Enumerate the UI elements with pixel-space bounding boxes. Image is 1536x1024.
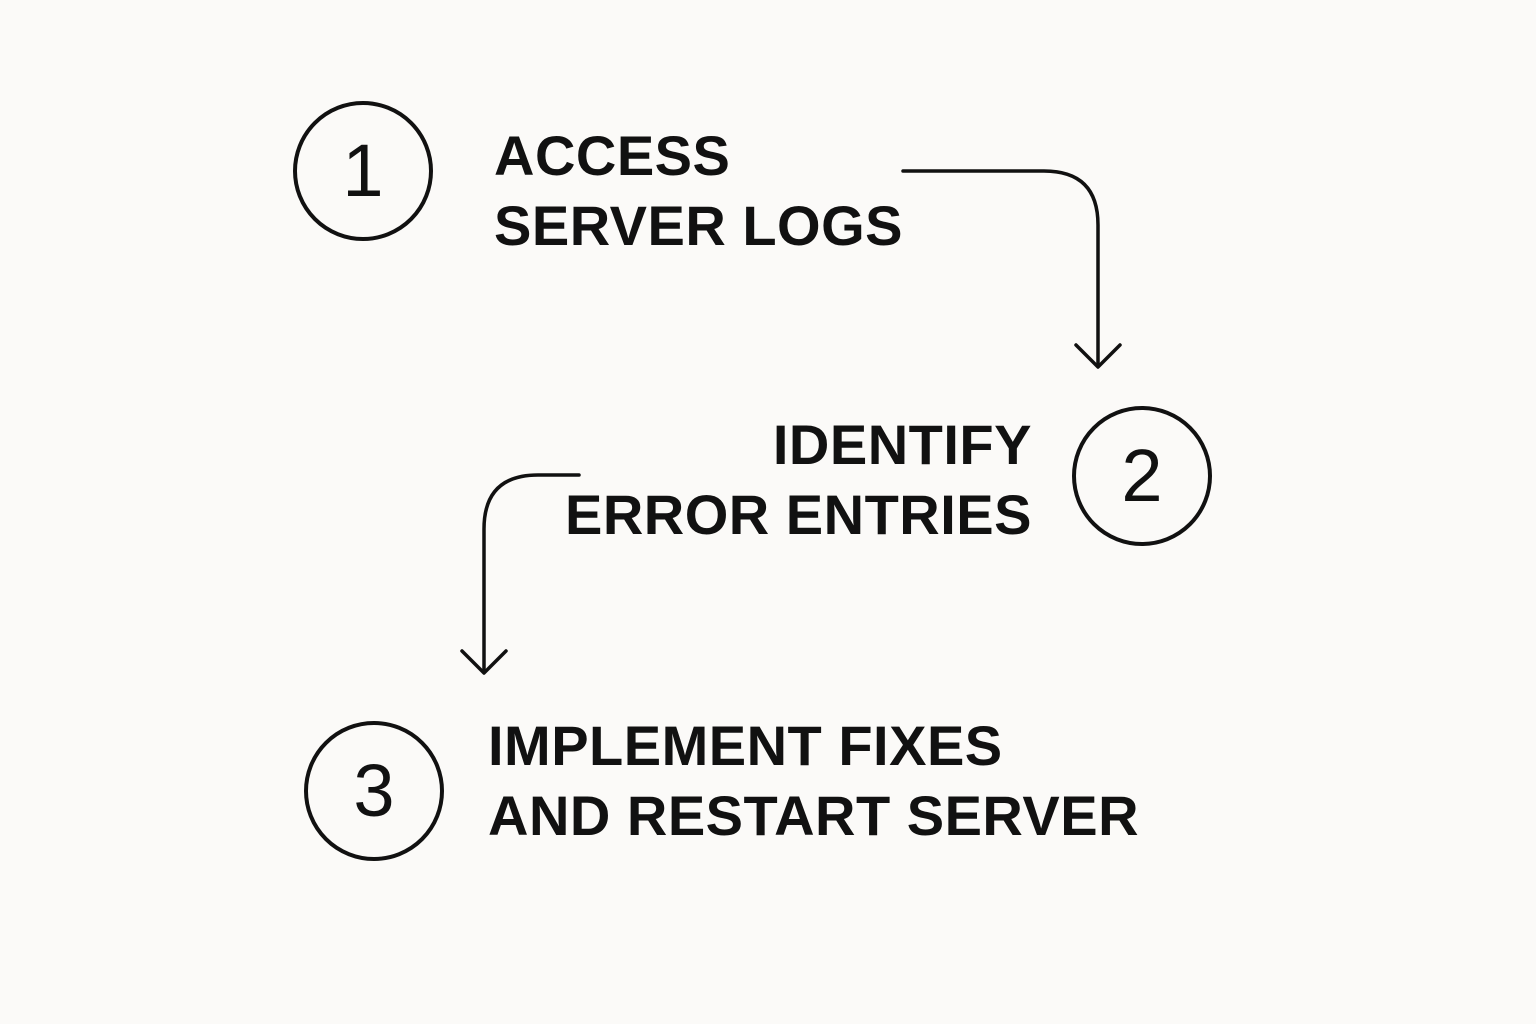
step-3-label-line-1: IMPLEMENT FIXES <box>488 714 1003 777</box>
step-2-label-line-2: ERROR ENTRIES <box>565 483 1032 546</box>
step-1-label-line-2: SERVER LOGS <box>494 194 904 257</box>
step-2-label: IDENTIFY ERROR ENTRIES <box>565 410 1032 550</box>
arrow-1-to-2-head-icon <box>1074 343 1122 369</box>
arrow-1-to-2-line <box>901 169 1100 367</box>
arrow-step-2-to-3 <box>460 473 581 675</box>
step-1-number-circle: 1 <box>293 101 433 241</box>
arrow-step-1-to-2 <box>901 169 1122 369</box>
step-2-number-circle: 2 <box>1072 406 1212 546</box>
step-1-label-line-1: ACCESS <box>494 124 731 187</box>
arrow-2-to-3-line <box>482 473 581 673</box>
step-3-number: 3 <box>353 749 395 832</box>
step-3-label-line-2: AND RESTART SERVER <box>488 784 1140 847</box>
step-3-label: IMPLEMENT FIXES AND RESTART SERVER <box>488 711 1139 851</box>
step-2-label-line-1: IDENTIFY <box>772 413 1032 476</box>
step-3-number-circle: 3 <box>304 721 444 861</box>
arrow-2-to-3-head-icon <box>460 649 508 675</box>
step-1-label: ACCESS SERVER LOGS <box>494 121 903 261</box>
step-2-number: 2 <box>1121 434 1163 517</box>
step-1-number: 1 <box>342 129 384 212</box>
